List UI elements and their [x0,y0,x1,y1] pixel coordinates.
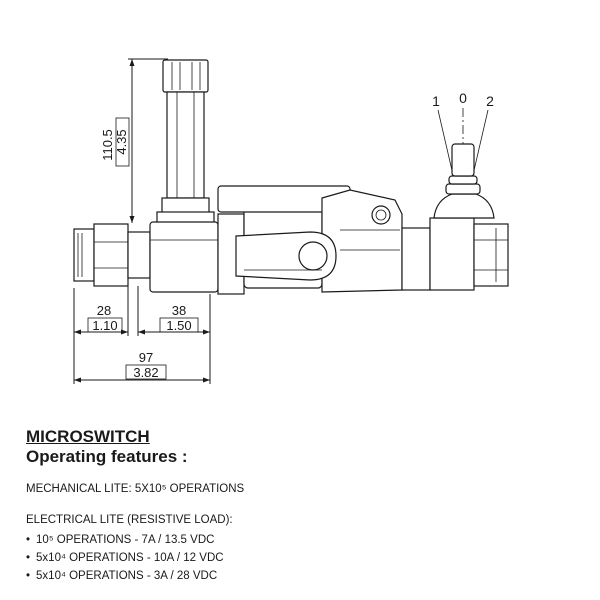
list-item: 5x10⁴ OPERATIONS - 10A / 12 VDC [26,549,586,567]
dim1-in-label: 1.10 [92,318,117,333]
dimension-97: 97 3.82 [74,350,210,383]
list-item: 10⁵ OPERATIONS - 7A / 13.5 VDC [26,531,586,549]
electrical-heading: ELECTRICAL LITE (RESISTIVE LOAD): [26,514,233,526]
section-subtitle: Operating features : [26,447,188,466]
overall-mm-label: 97 [139,350,153,365]
switch-body [149,185,403,295]
specifications: MICROSWITCH Operating features : MECHANI… [26,427,586,585]
overall-in-label: 3.82 [133,365,158,380]
position-label-1: 1 [432,93,440,109]
dim1-mm-label: 28 [97,303,111,318]
height-mm-label: 110.5 [100,129,115,161]
dimension-38: 38 1.50 [137,286,211,384]
lever-housing [401,143,509,291]
dim2-in-label: 1.50 [166,318,191,333]
section-title: MICROSWITCH [26,427,150,446]
electrical-list: 10⁵ OPERATIONS - 7A / 13.5 VDC 5x10⁴ OPE… [26,531,586,585]
left-connector [73,223,151,287]
technical-drawing: 110.5 4.35 1 0 2 [73,58,509,384]
dimension-28: 28 1.10 [73,286,129,384]
height-dimension: 110.5 4.35 [100,58,168,223]
position-label-0: 0 [459,90,467,106]
mechanical-life: MECHANICAL LITE: 5X10⁵ OPERATIONS [26,483,245,495]
list-item: 5x10⁴ OPERATIONS - 3A / 28 VDC [26,567,586,585]
dim2-mm-label: 38 [172,303,186,318]
height-in-label: 4.35 [114,129,129,154]
microswitch-stem [156,59,215,225]
position-label-2: 2 [486,93,494,109]
